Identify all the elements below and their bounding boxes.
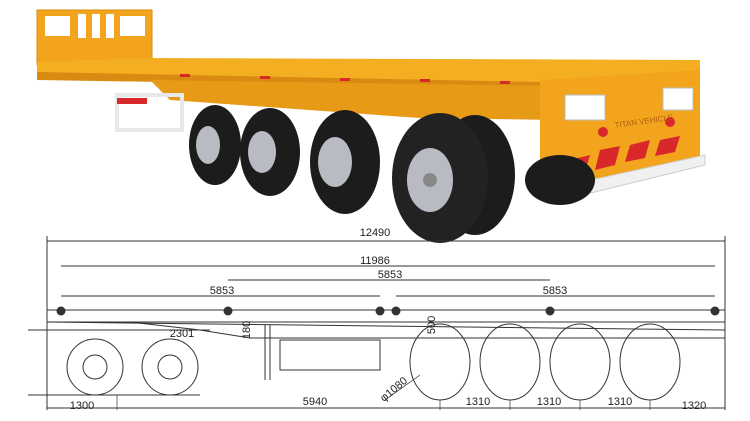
dim-rear-overhang: 1320 bbox=[682, 400, 706, 412]
dim-tire-diameter: φ1080 bbox=[378, 375, 410, 405]
dim-twistlock-center: 5853 bbox=[378, 269, 402, 281]
wheels bbox=[189, 105, 515, 243]
dim-axle-spacing-2: 1310 bbox=[537, 396, 561, 408]
dim-axle-spacing-3: 1310 bbox=[608, 396, 632, 408]
dim-tractor-wheelbase: 2301 bbox=[170, 328, 194, 340]
dim-deck-height: 500 bbox=[426, 316, 438, 334]
dimension-labels: 12490 11986 5853 5853 5853 2301 180 500 … bbox=[70, 227, 706, 412]
headboard bbox=[36, 9, 153, 66]
dim-deck-length: 11986 bbox=[360, 255, 390, 267]
tire bbox=[310, 110, 380, 214]
tire bbox=[189, 105, 241, 185]
dim-gooseneck-step: 180 bbox=[241, 321, 253, 339]
technical-drawing bbox=[28, 236, 726, 410]
dim-twistlock-rear: 5853 bbox=[543, 285, 567, 297]
tire bbox=[240, 108, 300, 196]
dim-axle-spacing-1: 1310 bbox=[466, 396, 490, 408]
tire bbox=[392, 113, 515, 243]
dim-kingpin-to-axle: 5940 bbox=[303, 396, 327, 408]
dim-twistlock-front: 5853 bbox=[210, 285, 234, 297]
dim-overall-length: 12490 bbox=[360, 227, 391, 239]
trailer-photo: TITAN VEHICLE bbox=[36, 9, 706, 243]
dim-front-overhang: 1300 bbox=[70, 400, 94, 412]
